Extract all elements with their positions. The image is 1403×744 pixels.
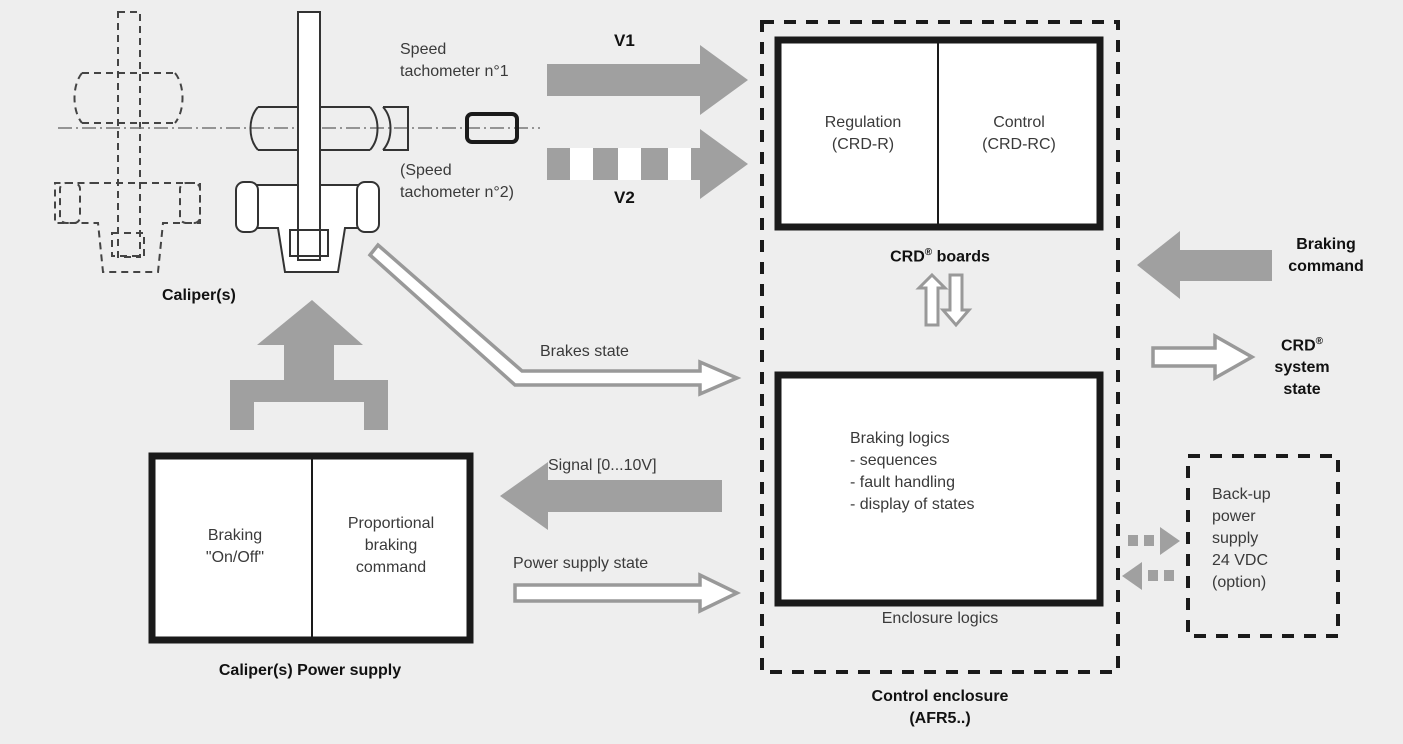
crd-boards-registered-mark: ® xyxy=(924,247,933,258)
crd-boards-title-suffix: boards xyxy=(932,248,990,266)
system-state-registered-mark: ® xyxy=(1315,336,1324,347)
v2-label: V2 xyxy=(614,188,635,207)
v2-arrow xyxy=(547,129,748,199)
enclosure-logics-label: Enclosure logics xyxy=(881,610,999,627)
braking-command-label: Braking command xyxy=(1288,236,1364,275)
caliper-ghost-drawing xyxy=(54,11,201,273)
backup-supply-box xyxy=(1186,454,1340,638)
v1-arrow xyxy=(547,45,748,115)
power-to-caliper-arrow xyxy=(230,300,388,430)
signal-label: Signal [0...10V] xyxy=(548,457,657,474)
backup-supply-label: Back-up power supply 24 VDC (option) xyxy=(1212,486,1271,591)
control-label: Control (CRD-RC) xyxy=(982,114,1056,153)
brakes-state-label: Brakes state xyxy=(540,343,629,360)
system-state-prefix: CRD xyxy=(1280,337,1316,355)
power-supply-state-arrow xyxy=(513,572,742,614)
system-state-label: CRD® system state xyxy=(1258,331,1346,401)
caliper-solid-drawing xyxy=(235,11,409,273)
braking-command-arrow xyxy=(1137,231,1272,299)
down-arrow-small xyxy=(939,273,973,328)
braking-logics-box xyxy=(774,371,1104,607)
up-arrow-small xyxy=(915,272,949,327)
control-enclosure-title: Control enclosure (AFR5..) xyxy=(871,688,1009,727)
power-supply-title: Caliper(s) Power supply xyxy=(218,662,402,679)
proportional-command-label: Proportional braking command xyxy=(347,515,435,576)
system-state-rest: system state xyxy=(1274,359,1330,399)
braking-onoff-label: Braking "On/Off" xyxy=(205,527,265,566)
system-state-arrow xyxy=(1151,332,1256,382)
regulation-label: Regulation (CRD-R) xyxy=(824,114,902,153)
speed-sensor xyxy=(465,112,519,144)
braking-logics-label: Braking logics - sequences - fault handl… xyxy=(850,430,975,513)
brakes-state-arrow xyxy=(367,242,742,397)
backup-link-arrows xyxy=(1122,527,1180,590)
control-enclosure-border xyxy=(760,20,1120,674)
v1-label: V1 xyxy=(614,31,635,50)
signal-arrow xyxy=(500,462,722,530)
caliper-label: Caliper(s) xyxy=(162,287,236,304)
speed-tachometer-1-label: Speed tachometer n°1 xyxy=(400,41,509,80)
crd-boards-title-prefix: CRD xyxy=(890,248,925,266)
speed-tachometer-2-label: (Speed tachometer n°2) xyxy=(400,162,515,201)
power-supply-state-label: Power supply state xyxy=(513,555,649,572)
crd-boards-title: CRD® boards xyxy=(830,242,1050,268)
